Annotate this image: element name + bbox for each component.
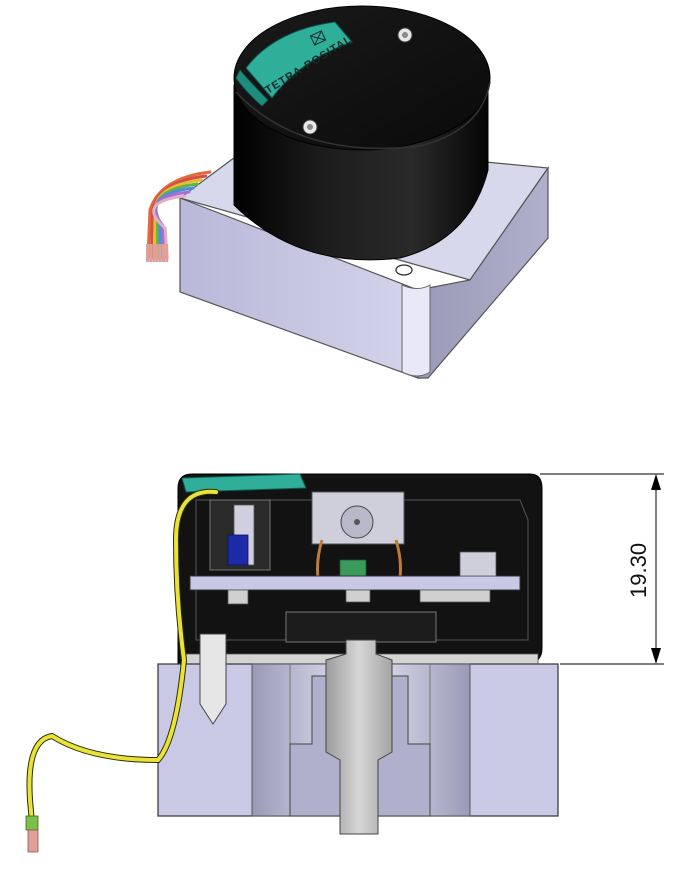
base-side-face xyxy=(417,166,549,379)
pcb-component xyxy=(419,589,491,603)
base-corner-edge xyxy=(401,284,431,377)
pcb-board xyxy=(189,575,521,591)
logo-mark-icon xyxy=(309,30,327,46)
ribbon-wire-tip xyxy=(158,244,162,262)
ribbon-wire-tip xyxy=(162,244,165,262)
label-cap-lip xyxy=(235,69,269,107)
isometric-view: TETRA-POSITAL xyxy=(146,5,550,379)
screw-icon xyxy=(302,119,318,135)
ground-wire xyxy=(27,489,218,848)
section-view: 19.30 xyxy=(25,473,664,853)
cylinder-rim xyxy=(235,81,491,150)
ribbon-wire-tip xyxy=(165,244,169,262)
ribbon-cable xyxy=(146,170,212,262)
screw-icon xyxy=(397,27,413,43)
arrow-up-icon xyxy=(651,474,661,490)
wire-sleeve xyxy=(25,815,39,831)
ribbon-wire xyxy=(146,170,212,260)
pcb-component xyxy=(345,589,371,603)
ribbon-wire-tip xyxy=(155,244,159,262)
arrow-down-icon xyxy=(651,648,661,664)
sensor-lead xyxy=(316,539,324,579)
ribbon-wire-tip xyxy=(146,244,149,262)
bearing-plate xyxy=(285,611,437,643)
sensor-lead xyxy=(394,539,402,579)
pcb-component xyxy=(459,551,497,577)
label-cap xyxy=(245,21,353,99)
wire-tip xyxy=(27,829,39,853)
ribbon-wire-tip xyxy=(152,244,156,262)
dimension-annotation: 19.30 xyxy=(540,473,664,665)
shaft xyxy=(325,639,393,835)
locating-pin xyxy=(199,633,227,725)
ribbon-wire-tip xyxy=(149,244,153,262)
connector-insert xyxy=(227,534,249,566)
pcb-component xyxy=(227,589,249,605)
ribbon-wire xyxy=(152,194,187,260)
sensor-center xyxy=(354,519,360,525)
cap-section xyxy=(181,473,307,493)
mounting-hole xyxy=(395,264,413,276)
dimension-value: 19.30 xyxy=(626,543,651,598)
housing-inner-outline xyxy=(195,499,529,641)
chip xyxy=(339,559,367,577)
